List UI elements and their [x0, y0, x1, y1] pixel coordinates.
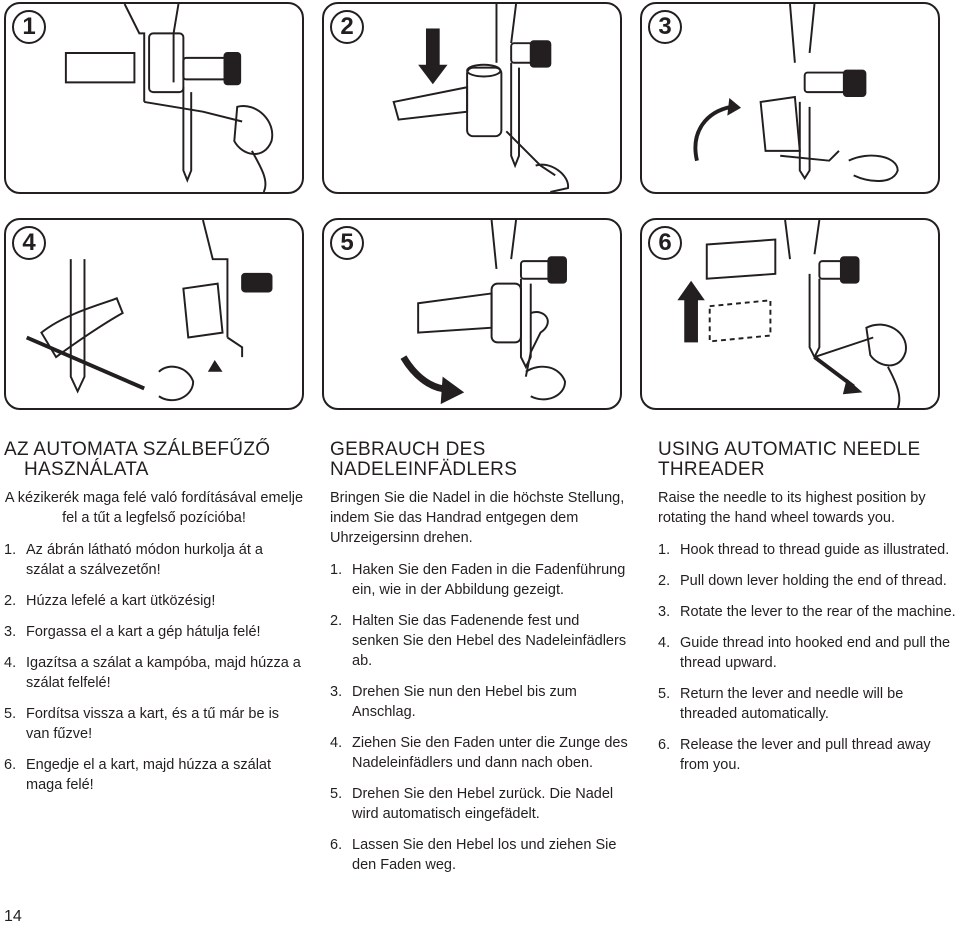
list-item: 4. Ziehen Sie den Faden unter die Zunge d…: [330, 733, 630, 773]
threader-illustration-6: [677, 220, 907, 408]
list-item: 1. Az ábrán látható módon hurkolja át a s…: [4, 540, 304, 580]
step-number: 4.: [330, 735, 343, 751]
list-item: 3. Rotate the lever to the rear of the ma…: [658, 602, 958, 622]
hungarian-heading: AZ AUTOMATA SZÁLBEFŰZŐ HASZNÁLATA: [4, 440, 304, 480]
threader-illustration-4: [25, 220, 273, 402]
step-text: Halten Sie das Fadenende fest und senken…: [352, 613, 627, 669]
step-number-badge: 6: [648, 226, 682, 260]
step-number: 3.: [330, 684, 343, 700]
hungarian-heading-line-1: AZ AUTOMATA SZÁLBEFŰZŐ: [4, 439, 271, 460]
english-heading-line-2: THREADER: [658, 459, 765, 480]
illustration-panel-4: 4: [4, 218, 304, 410]
illustration-panel-3: 3: [640, 2, 940, 194]
list-item: 5. Drehen Sie den Hebel zurück. Die Nadel…: [330, 784, 630, 824]
step-number-badge: 5: [330, 226, 364, 260]
step-number-badge: 1: [12, 10, 46, 44]
step-text: Fordítsa vissza a kart, és a tű már be i…: [26, 706, 280, 742]
step-number-badge: 3: [648, 10, 682, 44]
illustration-panel-5: 5: [322, 218, 622, 410]
german-column: GEBRAUCH DES NADELEINFÄDLERS Bringen Sie…: [330, 440, 630, 886]
list-item: 5. Fordítsa vissza a kart, és a tű már be…: [4, 704, 304, 744]
step-number: 3.: [658, 604, 671, 620]
step-number: 2.: [330, 613, 343, 629]
german-heading: GEBRAUCH DES NADELEINFÄDLERS: [330, 440, 630, 480]
step-number-badge: 2: [330, 10, 364, 44]
step-text: Rotate the lever to the rear of the mach…: [680, 604, 956, 620]
german-heading-line-2: NADELEINFÄDLERS: [330, 459, 518, 480]
english-heading: USING AUTOMATIC NEEDLE THREADER: [658, 440, 958, 480]
step-text: Hook thread to thread guide as illustrat…: [680, 542, 950, 558]
german-heading-line-1: GEBRAUCH DES: [330, 439, 486, 460]
step-text: Haken Sie den Faden in die Fadenführung …: [352, 562, 626, 598]
german-intro: Bringen Sie die Nadel in die höchste Ste…: [330, 490, 625, 546]
hungarian-heading-line-2: HASZNÁLATA: [24, 459, 149, 480]
hungarian-column: AZ AUTOMATA SZÁLBEFŰZŐ HASZNÁLATA A kézi…: [4, 440, 304, 806]
step-number: 5.: [4, 706, 17, 722]
step-number: 4.: [658, 635, 671, 651]
step-number: 3.: [4, 624, 17, 640]
step-text: Guide thread into hooked end and pull th…: [680, 635, 951, 671]
illustration-panel-6: 6: [640, 218, 940, 410]
list-item: 2. Halten Sie das Fadenende fest und senk…: [330, 611, 630, 671]
english-intro: Raise the needle to its highest position…: [658, 490, 926, 526]
step-number: 4.: [4, 655, 17, 671]
step-number: 1.: [330, 562, 343, 578]
step-text: Ziehen Sie den Faden unter die Zunge des…: [352, 735, 628, 771]
step-number: 5.: [658, 686, 671, 702]
step-number: 6.: [4, 757, 17, 773]
illustration-panel-2: 2: [322, 2, 622, 194]
list-item: 3. Forgassa el a kart a gép hátulja felé!: [4, 622, 304, 642]
list-item: 2. Pull down lever holding the end of thr…: [658, 571, 958, 591]
step-text: Húzza lefelé a kart ütközésig!: [26, 593, 216, 609]
list-item: 6. Lassen Sie den Hebel los und ziehen Si…: [330, 835, 630, 875]
list-item: 4. Guide thread into hooked end and pull …: [658, 633, 958, 673]
threader-illustration-3: [693, 4, 899, 182]
threader-illustration-2: [392, 4, 569, 192]
step-text: Pull down lever holding the end of threa…: [680, 573, 947, 589]
step-text: Return the lever and needle will be thre…: [680, 686, 904, 722]
step-number: 6.: [330, 837, 343, 853]
list-item: 4. Igazítsa a szálat a kampóba, majd húzz…: [4, 653, 304, 693]
step-number: 1.: [658, 542, 671, 558]
hungarian-steps: 1. Az ábrán látható módon hurkolja át a s…: [4, 540, 304, 795]
list-item: 6. Engedje el a kart, majd húzza a szálat…: [4, 755, 304, 795]
list-item: 1. Hook thread to thread guide as illustr…: [658, 540, 958, 560]
list-item: 6. Release the lever and pull thread away…: [658, 735, 958, 775]
step-text: Lassen Sie den Hebel los und ziehen Sie …: [352, 837, 617, 873]
step-text: Igazítsa a szálat a kampóba, majd húzza …: [26, 655, 301, 691]
german-steps: 1. Haken Sie den Faden in die Fadenführun…: [330, 560, 630, 875]
step-text: Release the lever and pull thread away f…: [680, 737, 931, 773]
step-number: 6.: [658, 737, 671, 753]
english-steps: 1. Hook thread to thread guide as illustr…: [658, 540, 958, 775]
list-item: 5. Return the lever and needle will be th…: [658, 684, 958, 724]
step-number-badge: 4: [12, 226, 46, 260]
hungarian-intro: A kézikerék maga felé való fordításával …: [4, 490, 304, 526]
english-column: USING AUTOMATIC NEEDLE THREADER Raise th…: [658, 440, 958, 786]
list-item: 2. Húzza lefelé a kart ütközésig!: [4, 591, 304, 611]
step-text: Drehen Sie nun den Hebel bis zum Anschla…: [352, 684, 577, 720]
step-number: 2.: [4, 593, 17, 609]
english-heading-line-1: USING AUTOMATIC NEEDLE: [658, 439, 921, 460]
list-item: 1. Haken Sie den Faden in die Fadenführun…: [330, 560, 630, 600]
list-item: 3. Drehen Sie nun den Hebel bis zum Ansch…: [330, 682, 630, 722]
step-number: 2.: [658, 573, 671, 589]
threader-illustration-1: [64, 4, 274, 192]
step-number: 1.: [4, 542, 17, 558]
step-text: Az ábrán látható módon hurkolja át a szá…: [26, 542, 263, 578]
step-text: Forgassa el a kart a gép hátulja felé!: [26, 624, 261, 640]
threader-illustration-5: [400, 220, 567, 405]
page-number: 14: [4, 908, 22, 925]
step-text: Drehen Sie den Hebel zurück. Die Nadel w…: [352, 786, 614, 822]
step-text: Engedje el a kart, majd húzza a szálat m…: [26, 757, 272, 793]
illustration-panel-1: 1: [4, 2, 304, 194]
step-number: 5.: [330, 786, 343, 802]
